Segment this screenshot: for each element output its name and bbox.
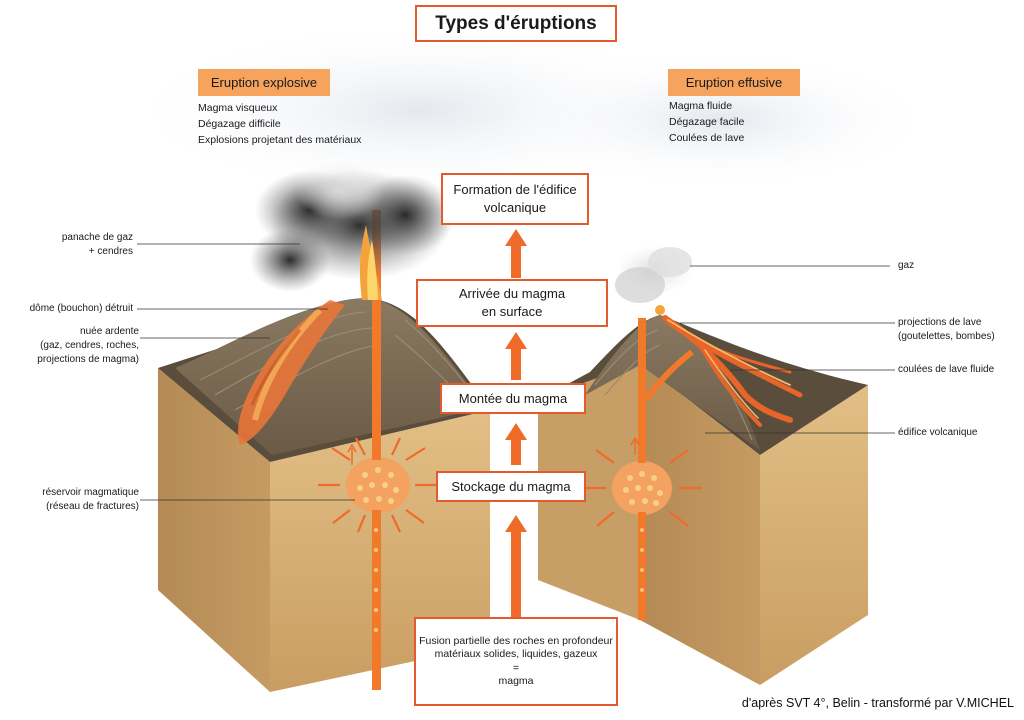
label-line: nuée ardente — [80, 326, 139, 337]
label-coulees: coulées de lave fluide — [898, 363, 994, 377]
label-line: panache de gaz — [61, 232, 133, 243]
stage-montee: Montée du magma — [440, 383, 586, 414]
label-line: coulées de lave fluide — [898, 364, 995, 375]
label-dome: dôme (bouchon) détruit — [30, 302, 133, 316]
effusive-properties: Magma fluide Dégazage facile Coulées de … — [669, 98, 744, 146]
label-edifice: édifice volcanique — [898, 426, 978, 440]
effusive-property: Magma fluide — [669, 100, 733, 112]
label-line: gaz — [898, 260, 915, 271]
effusive-title: Eruption effusive — [668, 69, 800, 96]
background-cloud — [500, 50, 940, 190]
explosive-volcano-block — [158, 160, 490, 692]
fusion-line: = — [512, 661, 520, 674]
label-line: projections de lave — [898, 317, 982, 328]
fusion-line: matériaux solides, liquides, gazeux — [434, 648, 598, 660]
label-line: réservoir magmatique — [42, 487, 139, 498]
label-reservoir: réservoir magmatique (réseau de fracture… — [42, 486, 139, 514]
explosive-property: Dégazage difficile — [198, 118, 281, 130]
label-line: (goutelettes, bombes) — [898, 331, 995, 342]
stage-formation-line: volcanique — [483, 200, 547, 215]
label-line: (réseau de fractures) — [46, 501, 139, 512]
label-line: dôme (bouchon) détruit — [29, 303, 133, 314]
stage-formation: Formation de l'édifice volcanique — [441, 173, 589, 225]
label-line: (gaz, cendres, roches, — [40, 340, 139, 351]
explosive-properties: Magma visqueux Dégazage difficile Explos… — [198, 100, 361, 148]
fusion-line: magma — [498, 675, 534, 687]
stage-stockage: Stockage du magma — [436, 471, 586, 502]
stage-arrivee-line: en surface — [481, 304, 543, 319]
label-nuee: nuée ardente (gaz, cendres, roches, proj… — [37, 325, 139, 367]
label-line: édifice volcanique — [898, 427, 978, 438]
explosive-title: Eruption explosive — [198, 69, 330, 96]
label-gaz: gaz — [898, 259, 914, 273]
stage-fusion: Fusion partielle des roches en profondeu… — [414, 617, 618, 706]
label-line: projections de magma) — [37, 354, 139, 365]
stage-arrivee: Arrivée du magma en surface — [416, 279, 608, 327]
explosive-property: Magma visqueux — [198, 102, 278, 114]
stage-formation-line: Formation de l'édifice — [453, 182, 577, 197]
label-line: + cendres — [88, 246, 133, 257]
effusive-volcano-block — [538, 245, 868, 685]
effusive-property: Dégazage facile — [669, 116, 745, 128]
explosive-property: Explosions projetant des matériaux — [198, 134, 362, 146]
label-projections: projections de lave (goutelettes, bombes… — [898, 316, 995, 344]
stage-arrivee-line: Arrivée du magma — [458, 286, 566, 301]
credit-text: d'après SVT 4°, Belin - transformé par V… — [741, 696, 1014, 710]
fusion-line: Fusion partielle des roches en profondeu… — [419, 634, 613, 647]
effusive-property: Coulées de lave — [669, 132, 745, 144]
page-title: Types d'éruptions — [415, 5, 617, 42]
leader-lines — [137, 243, 895, 501]
process-arrows — [505, 229, 527, 620]
label-panache: panache de gaz + cendres — [62, 231, 133, 259]
